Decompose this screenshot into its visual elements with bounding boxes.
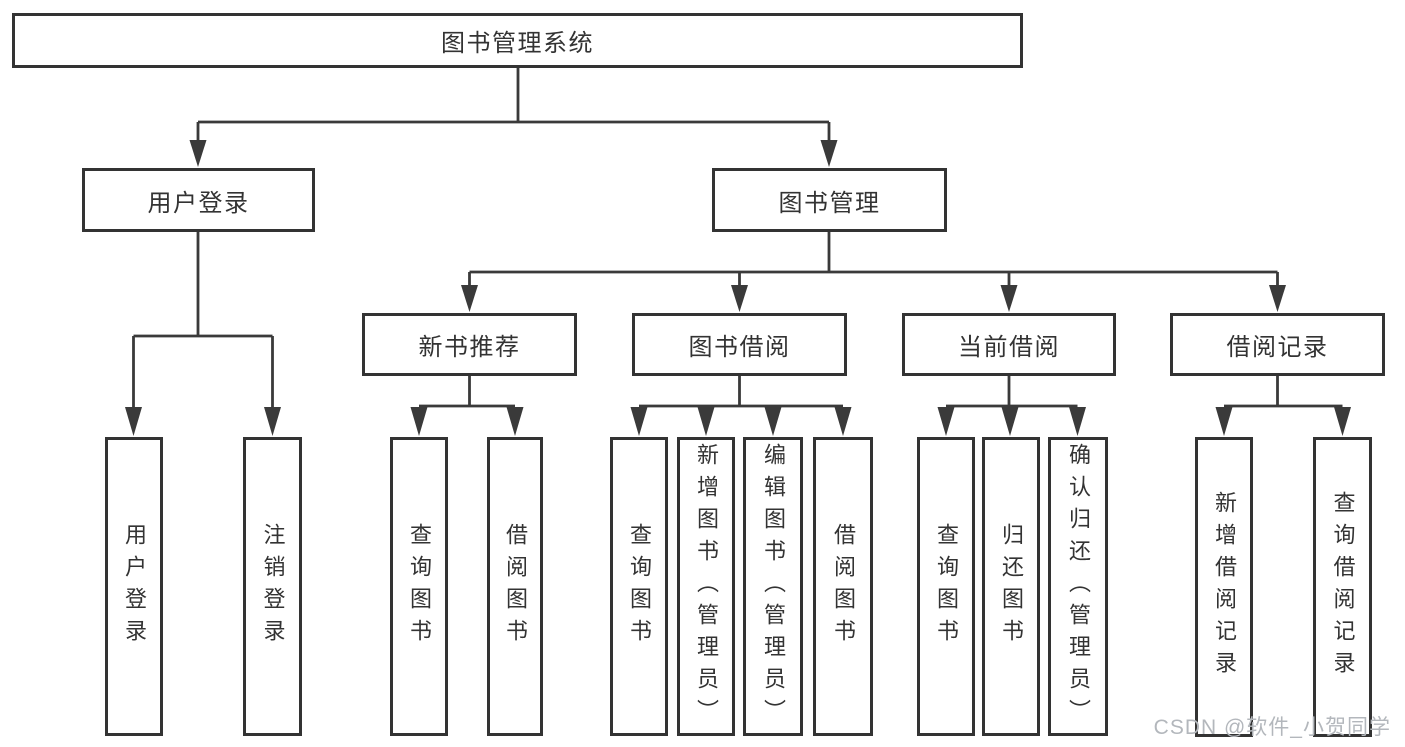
leaf-label: 借阅图书 xyxy=(503,522,528,651)
leaf-label: 新增图书（管理员） xyxy=(694,442,719,731)
node-label: 图书借阅 xyxy=(688,334,791,361)
leaf-add-book-admin: 新增图书（管理员） xyxy=(677,437,735,736)
node-label: 图书管理 xyxy=(778,189,881,217)
node-current-borrowing: 当前借阅 xyxy=(902,313,1116,376)
leaf-confirm-return-admin: 确认归还（管理员） xyxy=(1048,437,1108,736)
connector-borrow-to-leaves xyxy=(630,376,852,436)
leaf-borrow-books-borrowing: 借阅图书 xyxy=(813,437,873,736)
leaf-label: 用户登录 xyxy=(122,522,147,651)
node-label: 当前借阅 xyxy=(958,334,1060,361)
leaf-label: 查询图书 xyxy=(934,522,959,651)
node-user-login: 用户登录 xyxy=(82,168,315,232)
leaf-query-books-current: 查询图书 xyxy=(917,437,975,736)
node-new-book-recommend: 新书推荐 xyxy=(362,313,577,376)
node-book-management: 图书管理 xyxy=(712,168,947,232)
leaf-label: 查询图书 xyxy=(407,522,432,651)
leaf-logout: 注销登录 xyxy=(243,437,302,736)
connector-records-to-leaves xyxy=(1215,376,1351,436)
leaf-label: 编辑图书（管理员） xyxy=(761,442,786,731)
node-library-management-system: 图书管理系统 xyxy=(12,13,1023,68)
leaf-label: 查询图书 xyxy=(627,522,652,651)
leaf-user-login: 用户登录 xyxy=(105,437,163,736)
csdn-watermark: CSDN @软件_小贺同学 xyxy=(1153,716,1391,739)
leaf-query-books-borrowing: 查询图书 xyxy=(610,437,668,736)
connector-bookmgmt-to-level3 xyxy=(461,232,1286,312)
leaf-borrow-books-newbook: 借阅图书 xyxy=(487,437,543,736)
leaf-query-books-newbook: 查询图书 xyxy=(390,437,448,736)
node-book-borrowing: 图书借阅 xyxy=(632,313,847,376)
leaf-add-borrow-record: 新增借阅记录 xyxy=(1195,437,1253,737)
connector-current-to-leaves xyxy=(937,376,1086,436)
node-label: 新书推荐 xyxy=(418,334,521,361)
node-label: 图书管理系统 xyxy=(441,30,594,57)
leaf-query-borrow-record: 查询借阅记录 xyxy=(1313,437,1372,737)
leaf-label: 新增借阅记录 xyxy=(1212,491,1237,683)
node-borrowing-records: 借阅记录 xyxy=(1170,313,1385,376)
leaf-edit-book-admin: 编辑图书（管理员） xyxy=(743,437,803,736)
leaf-label: 注销登录 xyxy=(260,522,286,651)
leaf-label: 查询借阅记录 xyxy=(1330,491,1356,683)
connector-root-to-level2 xyxy=(189,68,838,167)
leaf-label: 确认归还（管理员） xyxy=(1066,442,1091,731)
leaf-label: 借阅图书 xyxy=(831,522,856,651)
leaf-return-books: 归还图书 xyxy=(982,437,1040,736)
leaf-label: 归还图书 xyxy=(999,522,1024,651)
node-label: 用户登录 xyxy=(147,189,250,217)
connector-userlogin-to-leaves xyxy=(125,232,281,436)
connector-newbook-to-leaves xyxy=(410,376,524,436)
node-label: 借阅记录 xyxy=(1226,334,1329,361)
